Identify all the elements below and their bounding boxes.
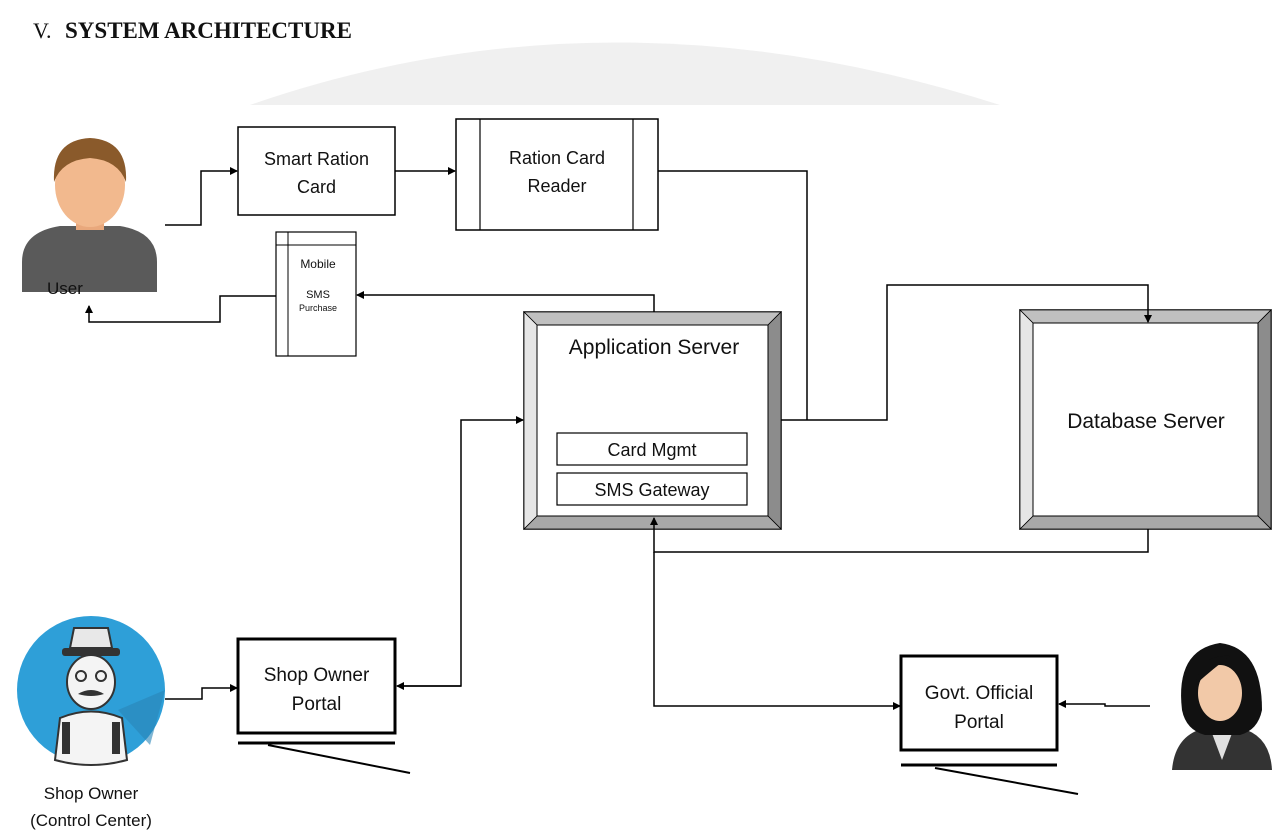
card-reader-line2: Reader bbox=[527, 176, 586, 196]
mobile-line2: SMS bbox=[306, 289, 330, 301]
ration-card-reader-box: Ration Card Reader bbox=[456, 119, 658, 230]
arrow-shop-owner-to-portal bbox=[165, 688, 237, 699]
mobile-line1: Mobile bbox=[300, 257, 336, 271]
mobile-box: Mobile SMS Purchase bbox=[276, 232, 356, 356]
db-server-title: Database Server bbox=[1067, 410, 1225, 433]
shop-owner-avatar-icon bbox=[17, 616, 165, 765]
section-title: SYSTEM ARCHITECTURE bbox=[65, 18, 352, 43]
shop-portal-line2: Portal bbox=[292, 694, 342, 715]
section-heading: V. SYSTEM ARCHITECTURE bbox=[33, 18, 352, 43]
shop-owner-portal-box: Shop Owner Portal bbox=[238, 639, 410, 773]
section-number: V. bbox=[33, 18, 52, 43]
card-reader-line1: Ration Card bbox=[509, 148, 605, 168]
arrow-user-to-smart-card bbox=[165, 171, 237, 225]
smart-ration-card-box: Smart Ration Card bbox=[238, 127, 395, 215]
watermark bbox=[250, 43, 1000, 106]
govt-portal-line1: Govt. Official bbox=[925, 683, 1033, 704]
user-label: User bbox=[47, 279, 83, 298]
arrow-official-to-govt-portal bbox=[1059, 704, 1150, 706]
shop-owner-label-line2: (Control Center) bbox=[30, 811, 152, 830]
application-server-box: Application Server Card Mgmt SMS Gateway bbox=[524, 312, 781, 529]
govt-official-portal-box: Govt. Official Portal bbox=[901, 656, 1078, 794]
mobile-line3: Purchase bbox=[299, 303, 337, 313]
smart-card-line2: Card bbox=[297, 177, 336, 197]
database-server-box: Database Server bbox=[1020, 310, 1271, 529]
user-avatar-icon bbox=[22, 138, 157, 292]
arrow-portal-to-server bbox=[402, 420, 523, 686]
sms-gateway-module: SMS Gateway bbox=[594, 480, 709, 500]
card-mgmt-module: Card Mgmt bbox=[607, 440, 696, 460]
arrow-server-to-mobile bbox=[357, 295, 654, 312]
arrow-mobile-to-user bbox=[89, 296, 276, 322]
govt-portal-line2: Portal bbox=[954, 712, 1004, 733]
govt-official-avatar-icon bbox=[1172, 643, 1272, 770]
smart-card-line1: Smart Ration bbox=[264, 149, 369, 169]
shop-owner-label-line1: Shop Owner bbox=[44, 784, 139, 803]
arrow-server-to-govt-portal bbox=[654, 552, 900, 706]
shop-portal-line1: Shop Owner bbox=[264, 665, 370, 686]
app-server-title: Application Server bbox=[569, 336, 739, 359]
